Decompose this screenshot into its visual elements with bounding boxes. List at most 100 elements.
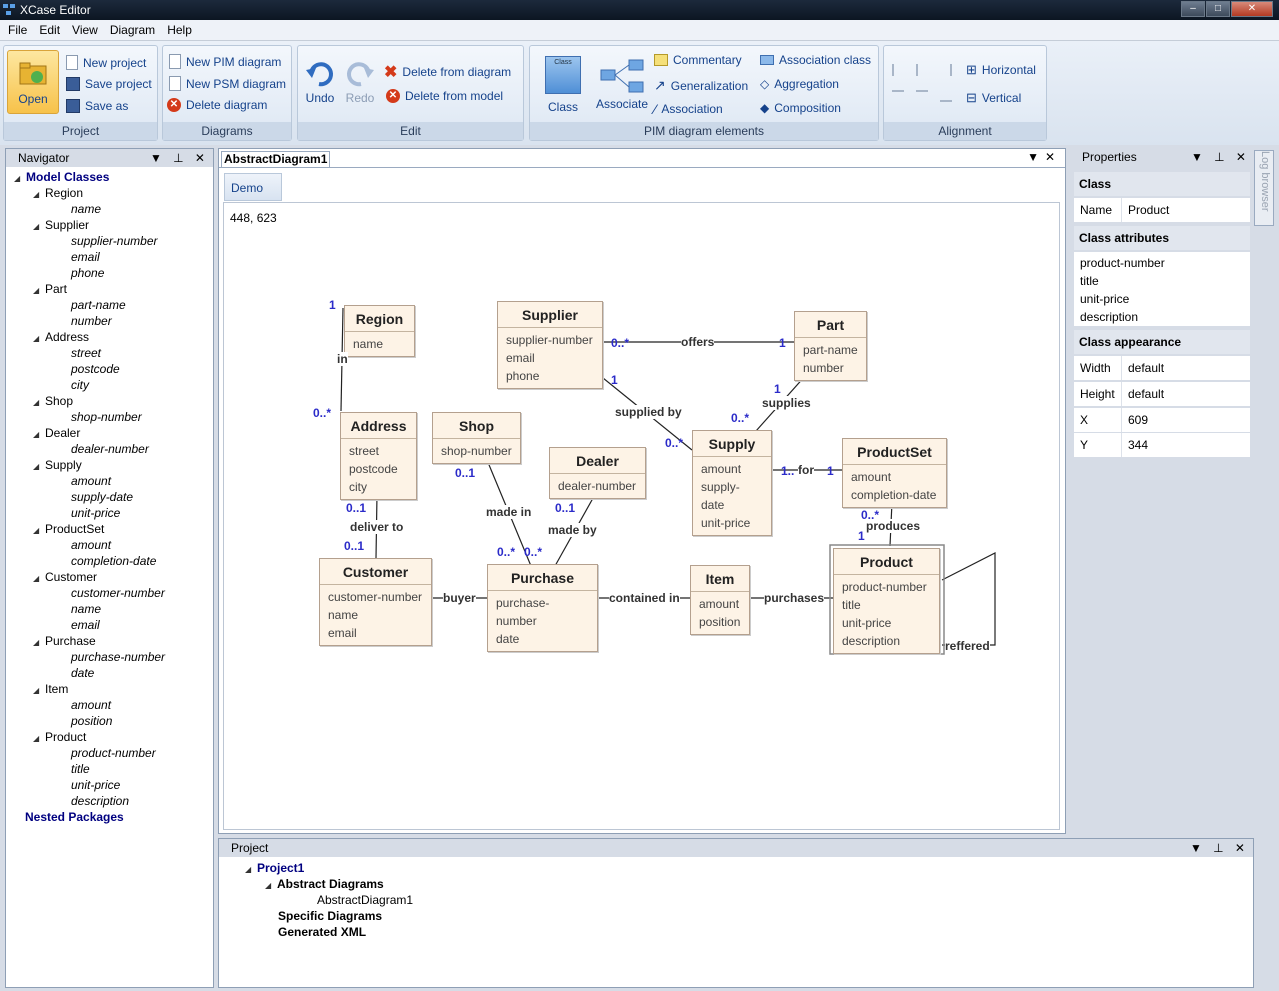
tree-attribute-node[interactable]: unit-price: [14, 777, 214, 793]
expand-icon[interactable]: ◢: [33, 462, 40, 471]
document-tab[interactable]: AbstractDiagram1: [221, 151, 331, 167]
abstract-diagrams-node[interactable]: ◢Abstract Diagrams: [245, 876, 413, 892]
expand-icon[interactable]: ◢: [33, 526, 40, 535]
save-as-button[interactable]: Save as: [66, 99, 128, 113]
undo-button[interactable]: Undo: [302, 60, 338, 105]
redo-button[interactable]: Redo: [342, 60, 378, 105]
log-browser-tab[interactable]: Log browser: [1254, 150, 1274, 226]
tree-class-node[interactable]: ◢Shop: [14, 393, 214, 409]
menu-view[interactable]: View: [72, 23, 98, 37]
tree-class-node[interactable]: ◢Address: [14, 329, 214, 345]
property-value[interactable]: default: [1128, 387, 1165, 401]
generalization-button[interactable]: ↗Generalization: [654, 77, 748, 94]
attribute-item[interactable]: unit-price: [1080, 292, 1130, 306]
maximize-button[interactable]: □: [1206, 1, 1230, 17]
generated-xml-node[interactable]: Generated XML: [245, 924, 413, 940]
property-value[interactable]: 609: [1128, 413, 1149, 427]
document-controls[interactable]: ▼✕: [1027, 150, 1061, 164]
tree-class-node[interactable]: ◢Dealer: [14, 425, 214, 441]
class-tool-button[interactable]: Class Class: [538, 56, 588, 114]
delete-from-model-button[interactable]: ✕Delete from model: [386, 89, 503, 103]
align-middle-icon[interactable]: [916, 90, 928, 102]
save-project-button[interactable]: Save project: [66, 77, 152, 91]
new-project-button[interactable]: New project: [66, 55, 146, 70]
class-attributes-list[interactable]: product-number title unit-price descript…: [1074, 252, 1250, 326]
tree-class-node[interactable]: ◢Part: [14, 281, 214, 297]
tree-attribute-node[interactable]: unit-price: [14, 505, 214, 521]
tree-attribute-node[interactable]: purchase-number: [14, 649, 214, 665]
attribute-item[interactable]: product-number: [1080, 256, 1165, 270]
expand-icon[interactable]: ◢: [33, 222, 40, 231]
tree-attribute-node[interactable]: completion-date: [14, 553, 214, 569]
tree-attribute-node[interactable]: name: [14, 201, 214, 217]
menu-edit[interactable]: Edit: [39, 23, 61, 37]
expand-icon[interactable]: ◢: [33, 190, 40, 199]
menu-help[interactable]: Help: [167, 23, 192, 37]
horizontal-button[interactable]: ⊞Horizontal: [966, 62, 1036, 78]
tree-attribute-node[interactable]: customer-number: [14, 585, 214, 601]
commentary-button[interactable]: Commentary: [654, 53, 742, 67]
attribute-item[interactable]: title: [1080, 274, 1099, 288]
vertical-button[interactable]: ⊟Vertical: [966, 90, 1021, 106]
tree-attribute-node[interactable]: number: [14, 313, 214, 329]
abstract-diagram1-node[interactable]: AbstractDiagram1: [245, 892, 413, 908]
expand-icon[interactable]: ◢: [33, 638, 40, 647]
tree-attribute-node[interactable]: email: [14, 249, 214, 265]
association-class-button[interactable]: Association class: [760, 53, 871, 67]
expand-icon[interactable]: ◢: [245, 865, 252, 874]
model-classes-node[interactable]: ◢Model Classes: [14, 169, 214, 185]
tree-attribute-node[interactable]: supply-date: [14, 489, 214, 505]
menu-diagram[interactable]: Diagram: [109, 23, 156, 37]
tree-class-node[interactable]: ◢Supply: [14, 457, 214, 473]
tree-class-node[interactable]: ◢Product: [14, 729, 214, 745]
tree-attribute-node[interactable]: city: [14, 377, 214, 393]
tree-attribute-node[interactable]: amount: [14, 473, 214, 489]
nested-packages-node[interactable]: Nested Packages: [14, 809, 214, 825]
tree-attribute-node[interactable]: postcode: [14, 361, 214, 377]
demo-subtab[interactable]: Demo: [224, 173, 282, 201]
association-button[interactable]: ⁄Association: [654, 101, 723, 117]
tree-attribute-node[interactable]: date: [14, 665, 214, 681]
tree-class-node[interactable]: ◢Item: [14, 681, 214, 697]
tree-attribute-node[interactable]: position: [14, 713, 214, 729]
expand-icon[interactable]: ◢: [33, 398, 40, 407]
tree-class-node[interactable]: ◢Customer: [14, 569, 214, 585]
project-controls[interactable]: ▼ ⊥ ✕: [1189, 841, 1249, 855]
align-top-icon[interactable]: [892, 90, 904, 102]
expand-icon[interactable]: ◢: [33, 286, 40, 295]
tree-attribute-node[interactable]: phone: [14, 265, 214, 281]
open-button[interactable]: Open: [7, 50, 59, 114]
tree-attribute-node[interactable]: product-number: [14, 745, 214, 761]
class-region[interactable]: Region name: [344, 305, 415, 357]
tree-attribute-node[interactable]: email: [14, 617, 214, 633]
navigator-controls[interactable]: ▼ ⊥ ✕: [149, 151, 209, 165]
tree-attribute-node[interactable]: dealer-number: [14, 441, 214, 457]
delete-diagram-button[interactable]: ✕Delete diagram: [167, 98, 267, 112]
expand-icon[interactable]: ◢: [33, 574, 40, 583]
project-root[interactable]: ◢Project1: [245, 860, 413, 876]
expand-icon[interactable]: ◢: [33, 430, 40, 439]
tree-attribute-node[interactable]: description: [14, 793, 214, 809]
tree-attribute-node[interactable]: supplier-number: [14, 233, 214, 249]
class-dealer[interactable]: Dealer dealer-number: [549, 447, 646, 499]
expand-icon[interactable]: ◢: [33, 734, 40, 743]
tree-class-node[interactable]: ◢Supplier: [14, 217, 214, 233]
close-button[interactable]: ✕: [1231, 1, 1273, 17]
minimize-button[interactable]: –: [1181, 1, 1205, 17]
aggregation-button[interactable]: ◇Aggregation: [760, 77, 839, 91]
new-psm-diagram-button[interactable]: New PSM diagram: [169, 76, 286, 91]
align-center-icon[interactable]: [916, 64, 928, 76]
property-value[interactable]: default: [1128, 361, 1165, 375]
align-left-icon[interactable]: [892, 64, 904, 76]
